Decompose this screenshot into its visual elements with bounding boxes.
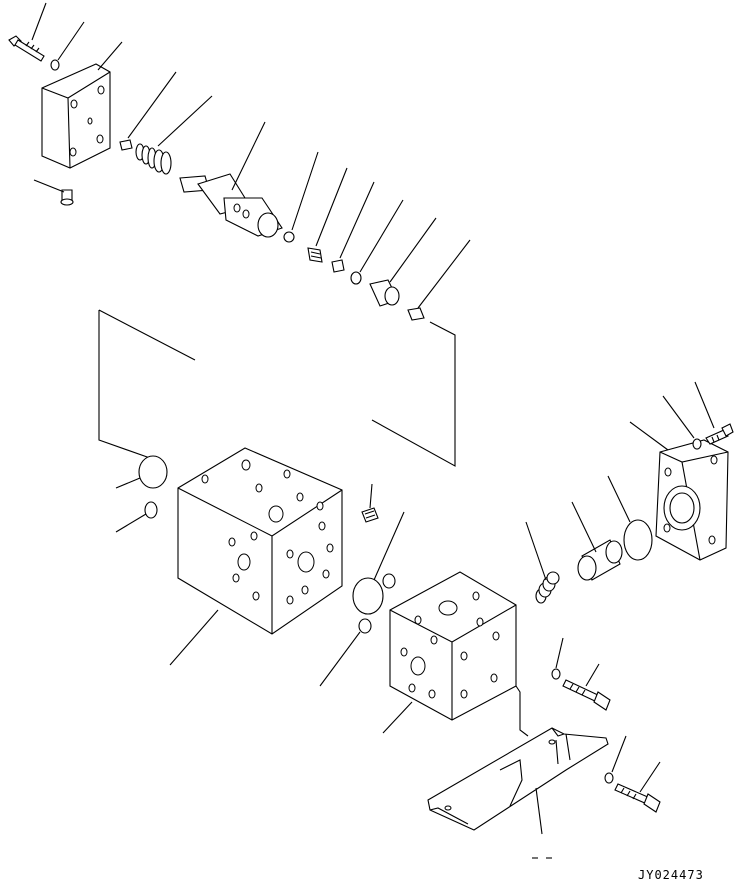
right-o-ring xyxy=(624,520,652,560)
leader-lines xyxy=(32,3,714,858)
left-o-ring-small xyxy=(145,502,157,518)
bottom-bolt xyxy=(615,784,660,812)
bottom-washer xyxy=(605,773,613,783)
explosion-line-left xyxy=(99,310,195,458)
small-pin xyxy=(332,260,344,272)
bracket-link-line xyxy=(516,686,528,736)
mid-bolt xyxy=(563,680,610,710)
small-washer xyxy=(351,272,361,284)
top-cover-block xyxy=(42,64,110,168)
mid-washer xyxy=(552,669,560,679)
side-plug xyxy=(362,508,378,522)
flange-washer xyxy=(693,439,701,449)
explosion-line-right xyxy=(372,322,455,466)
valve-seat xyxy=(370,280,399,306)
top-washer xyxy=(51,60,59,70)
mid-o-ring-small-top xyxy=(383,574,395,588)
secondary-valve-block xyxy=(390,572,516,720)
drawing-id-label: JY024473 xyxy=(638,868,704,882)
small-spring xyxy=(308,248,322,262)
mid-o-ring-large xyxy=(353,578,383,614)
main-valve-block xyxy=(178,448,342,634)
top-spool xyxy=(180,174,282,237)
top-pin xyxy=(120,140,132,150)
right-piston xyxy=(578,540,622,580)
top-plug xyxy=(408,308,424,320)
top-ball xyxy=(284,232,294,242)
top-spring xyxy=(136,144,171,174)
flange-bolt xyxy=(706,424,733,444)
right-flange-cover xyxy=(656,440,728,560)
mounting-bracket xyxy=(428,728,608,830)
top-bolt xyxy=(9,36,44,61)
top-plug-fitting xyxy=(61,190,73,205)
right-spring xyxy=(536,572,559,603)
left-o-ring-large xyxy=(139,456,167,488)
mid-o-ring-small-bottom xyxy=(359,619,371,633)
top-assembly xyxy=(9,36,424,320)
